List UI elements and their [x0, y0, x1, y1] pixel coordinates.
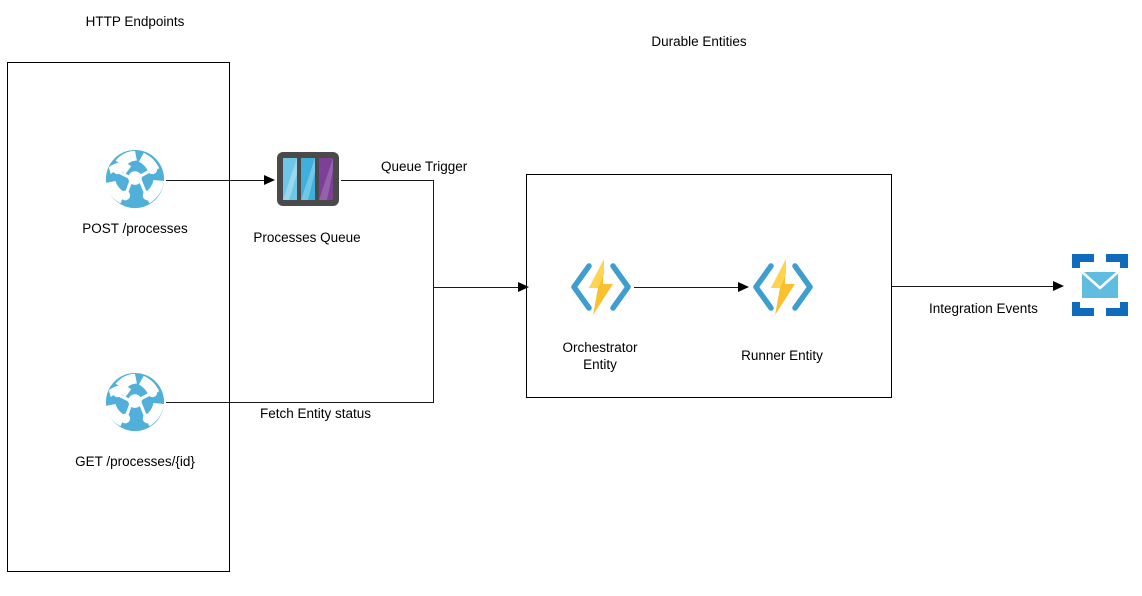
- http-endpoints-title: HTTP Endpoints: [85, 14, 185, 29]
- edge-orchestrator-to-runner-line: [634, 287, 741, 288]
- azure-function-icon[interactable]: [749, 256, 817, 318]
- azure-api-globe-icon[interactable]: [104, 148, 166, 210]
- edge-queue-trigger-vertical-segment: [433, 180, 434, 403]
- edge-integration-events-line: [892, 286, 1060, 287]
- orchestrator-entity-label-line1: Orchestrator: [562, 340, 638, 355]
- edge-orchestrator-to-runner-arrowhead: [738, 281, 749, 292]
- edge-fetch-entity-status-line: [166, 402, 434, 403]
- azure-storage-queue-icon[interactable]: [275, 150, 341, 208]
- edge-post-to-queue-line: [166, 180, 268, 181]
- edge-label-integration-events: Integration Events: [929, 301, 1038, 316]
- post-endpoint-label: POST /processes: [82, 221, 188, 236]
- azure-api-globe-icon[interactable]: [104, 371, 166, 433]
- azure-event-envelope-icon[interactable]: [1068, 250, 1132, 320]
- get-endpoint-label: GET /processes/{id}: [75, 454, 195, 469]
- edge-post-to-queue-arrowhead: [264, 174, 275, 185]
- azure-function-icon[interactable]: [567, 256, 635, 318]
- orchestrator-entity-label-line2: Entity: [583, 357, 617, 372]
- runner-entity-label: Runner Entity: [741, 348, 823, 363]
- edge-label-fetch-entity-status: Fetch Entity status: [260, 406, 372, 421]
- http-endpoints-group-box: [7, 62, 230, 572]
- edge-integration-events-arrowhead: [1053, 280, 1064, 291]
- edge-queue-trigger-to-entities-line: [433, 287, 522, 288]
- durable-entities-group-box: [526, 174, 892, 398]
- edge-queue-trigger-top-segment: [341, 180, 434, 181]
- processes-queue-label: Processes Queue: [253, 230, 361, 245]
- edge-label-queue-trigger: Queue Trigger: [381, 159, 468, 174]
- durable-entities-title: Durable Entities: [651, 34, 747, 49]
- edge-queue-trigger-arrowhead: [518, 281, 529, 292]
